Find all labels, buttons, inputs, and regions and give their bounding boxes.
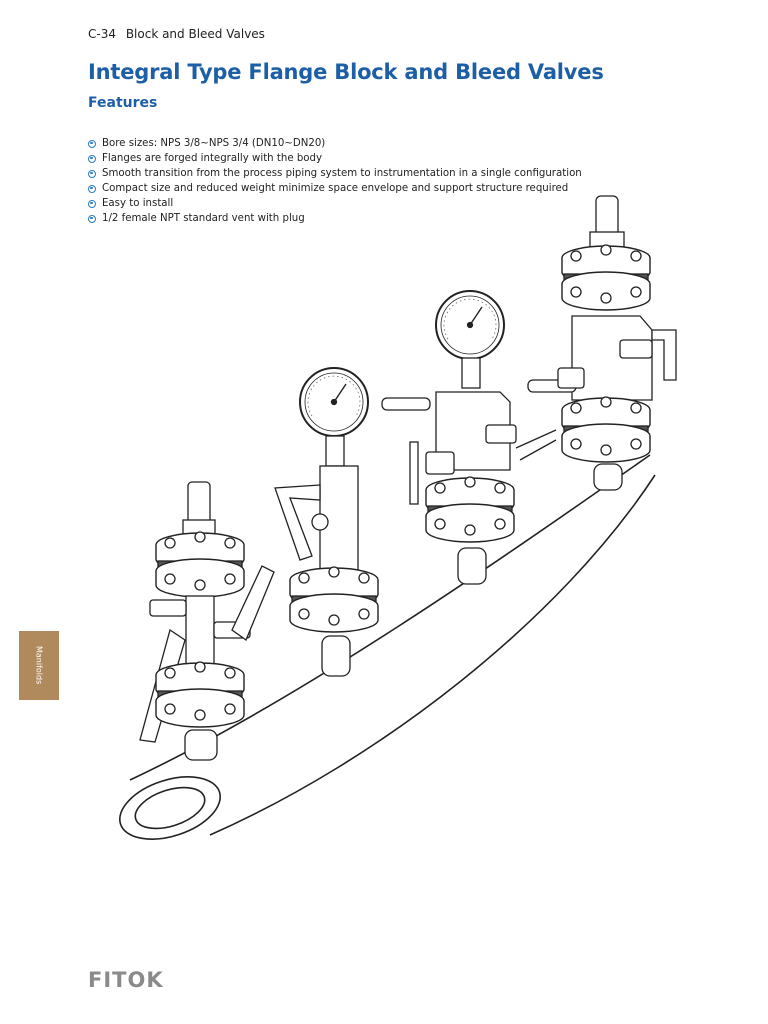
bullet-icon (88, 139, 96, 148)
bullet-icon (88, 199, 96, 208)
feature-item: 1/2 female NPT standard vent with plug (88, 211, 582, 226)
bullet-icon (88, 169, 96, 178)
feature-item: Bore sizes: NPS 3/8~NPS 3/4 (DN10~DN20) (88, 136, 582, 151)
feature-item: Compact size and reduced weight minimize… (88, 181, 582, 196)
feature-item: Flanges are forged integrally with the b… (88, 151, 582, 166)
side-tab-label: Manifolds (34, 646, 44, 685)
page-title: Integral Type Flange Block and Bleed Val… (88, 60, 604, 84)
section-name: Block and Bleed Valves (125, 27, 265, 41)
bullet-icon (88, 154, 96, 163)
page-number: C-34 (88, 27, 116, 41)
bullet-icon (88, 184, 96, 193)
feature-item: Smooth transition from the process pipin… (88, 166, 582, 181)
features-list: Bore sizes: NPS 3/8~NPS 3/4 (DN10~DN20) … (88, 136, 582, 226)
side-tab: Manifolds (19, 631, 59, 700)
feature-item: Easy to install (88, 196, 582, 211)
bullet-icon (88, 214, 96, 223)
features-heading: Features (88, 95, 158, 111)
page-header: C-34 Block and Bleed Valves (88, 27, 265, 41)
brand-logo: FITOK (88, 968, 164, 992)
